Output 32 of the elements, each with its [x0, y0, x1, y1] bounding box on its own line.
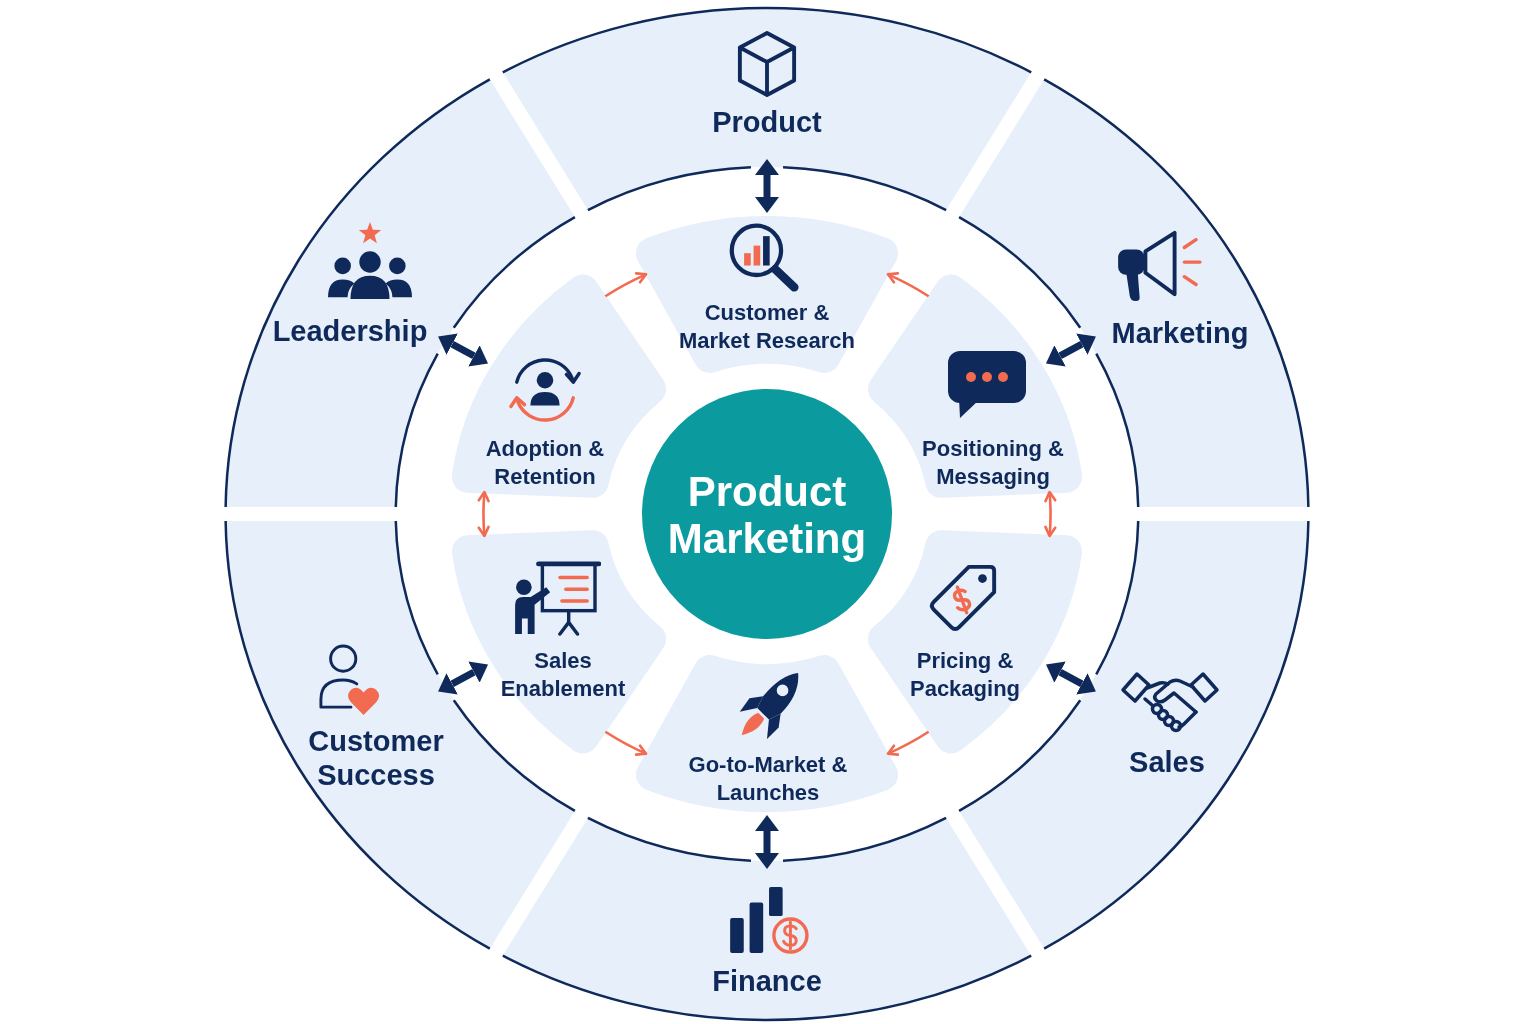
double-arrow [438, 333, 489, 367]
curved-arrow [886, 730, 930, 756]
outer-ring-segment [501, 816, 1033, 1022]
inner-ring-segment [635, 655, 899, 812]
curved-double-arrow [477, 490, 490, 538]
outer-ring-segment [501, 6, 1033, 212]
inner-ring-segment [867, 530, 1083, 754]
segment-label: Sales Enablement [500, 647, 626, 703]
segment-label: Go-to-Market & Launches [688, 751, 848, 807]
segment-label: Pricing & Packaging [909, 647, 1021, 703]
curved-arrow [886, 272, 930, 298]
curved-arrow [604, 272, 648, 298]
curved-arrow [604, 730, 648, 756]
segment-title: Product [711, 105, 823, 139]
curved-double-arrow [1044, 490, 1057, 538]
inner-ring-segment [635, 216, 899, 373]
double-arrow [438, 661, 489, 695]
segment-title: Leadership [272, 314, 428, 348]
segment-title: Marketing [1111, 316, 1249, 350]
inner-ring-segment [451, 530, 667, 754]
segment-title: Sales [1128, 745, 1206, 779]
segment-title: Finance [711, 964, 823, 998]
hub-title: Product Marketing [667, 468, 867, 562]
double-arrow [755, 159, 779, 213]
double-arrow [755, 815, 779, 869]
inner-ring-segment [451, 274, 667, 498]
segment-label: Customer & Market Research [678, 299, 856, 355]
double-arrow [1045, 333, 1096, 367]
segment-label: Positioning & Messaging [921, 435, 1065, 491]
segment-label: Adoption & Retention [485, 435, 605, 491]
segment-title: Customer Success [307, 724, 445, 792]
double-arrow [1045, 661, 1096, 695]
